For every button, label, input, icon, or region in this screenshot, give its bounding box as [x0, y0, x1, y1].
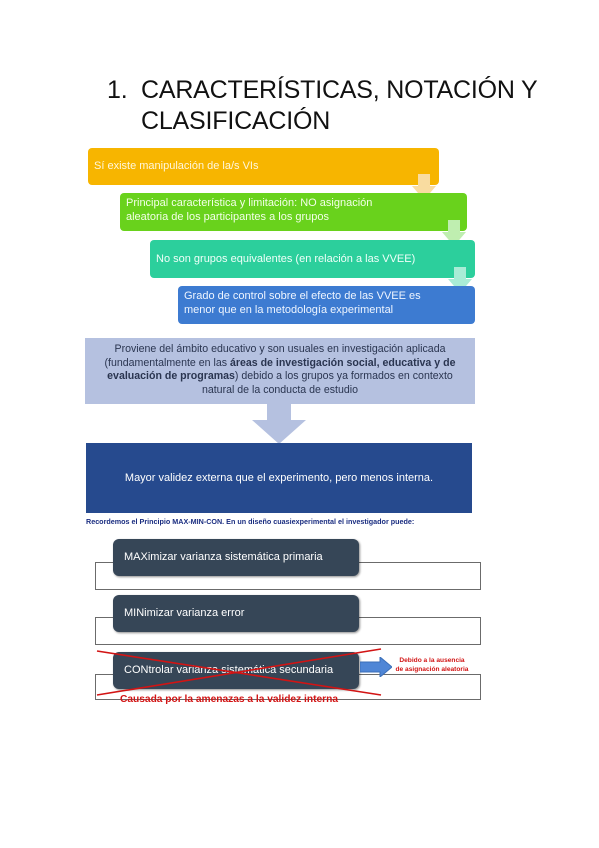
step-down-arrow-1-icon	[412, 174, 436, 200]
right-arrow-icon	[360, 657, 392, 677]
context-text-bold: áreas de investigación social, educativa…	[107, 356, 456, 383]
context-text-part2: ) debido a los grupos ya formados en con…	[201, 370, 453, 396]
reason-line2: de asignación aleatoria	[395, 665, 469, 673]
cascade-step-2-line2: aleatoria de los participantes a los gru…	[126, 211, 330, 223]
big-down-arrow-icon	[252, 404, 306, 444]
section-title: CARACTERÍSTICAS, NOTACIÓN Y CLASIFICACIÓ…	[141, 75, 561, 137]
max-label: MAXimizar varianza sistemática primaria	[124, 551, 323, 563]
caused-by-label: Causada por la amenazas a la validez int…	[120, 694, 338, 705]
min-label: MINimizar varianza error	[124, 607, 245, 619]
section-title-line1: CARACTERÍSTICAS, NOTACIÓN Y	[141, 76, 538, 104]
con-label: CONtrolar varianza sistemática secundari…	[124, 664, 334, 676]
conclusion-text: Mayor validez externa que el experimento…	[124, 472, 434, 484]
context-text-part1: Proviene del ámbito educativo y son usua…	[104, 343, 446, 369]
cascade-step-limitation: Principal característica y limitación: N…	[120, 193, 467, 231]
min-pill: MINimizar varianza error	[113, 595, 359, 632]
cascade-step-4-line1: Grado de control sobre el efecto de las …	[184, 290, 421, 302]
cascade-step-3-text: No son grupos equivalentes (en relación …	[156, 253, 416, 265]
maxmincon-note: Recordemos el Principio MAX-MIN-CON. En …	[86, 517, 415, 526]
reason-line1: Debido a la ausencia	[399, 657, 465, 664]
cascade-step-2-line1: Principal característica y limitación: N…	[126, 197, 373, 209]
step-down-arrow-2-icon	[442, 220, 466, 246]
cascade-step-4-line2: menor que en la metodología experimental	[184, 304, 394, 316]
cross-out-mark	[96, 648, 382, 696]
max-pill: MAXimizar varianza sistemática primaria	[113, 539, 359, 576]
section-number: 1.	[107, 76, 128, 104]
cascade-step-groups: No son grupos equivalentes (en relación …	[150, 240, 475, 278]
cascade-step-control: Grado de control sobre el efecto de las …	[178, 286, 475, 324]
section-title-line2: CLASIFICACIÓN	[141, 107, 331, 135]
conclusion-box: Mayor validez externa que el experimento…	[86, 443, 472, 513]
reason-label: Debido a la ausencia de asignación aleat…	[390, 657, 474, 674]
cascade-step-manipulation: Sí existe manipulación de la/s VIs	[88, 148, 439, 185]
context-box: Proviene del ámbito educativo y son usua…	[85, 338, 475, 404]
con-pill: CONtrolar varianza sistemática secundari…	[113, 652, 359, 689]
step-down-arrow-3-icon	[448, 267, 472, 293]
cascade-step-1-text: Sí existe manipulación de la/s VIs	[94, 160, 259, 172]
